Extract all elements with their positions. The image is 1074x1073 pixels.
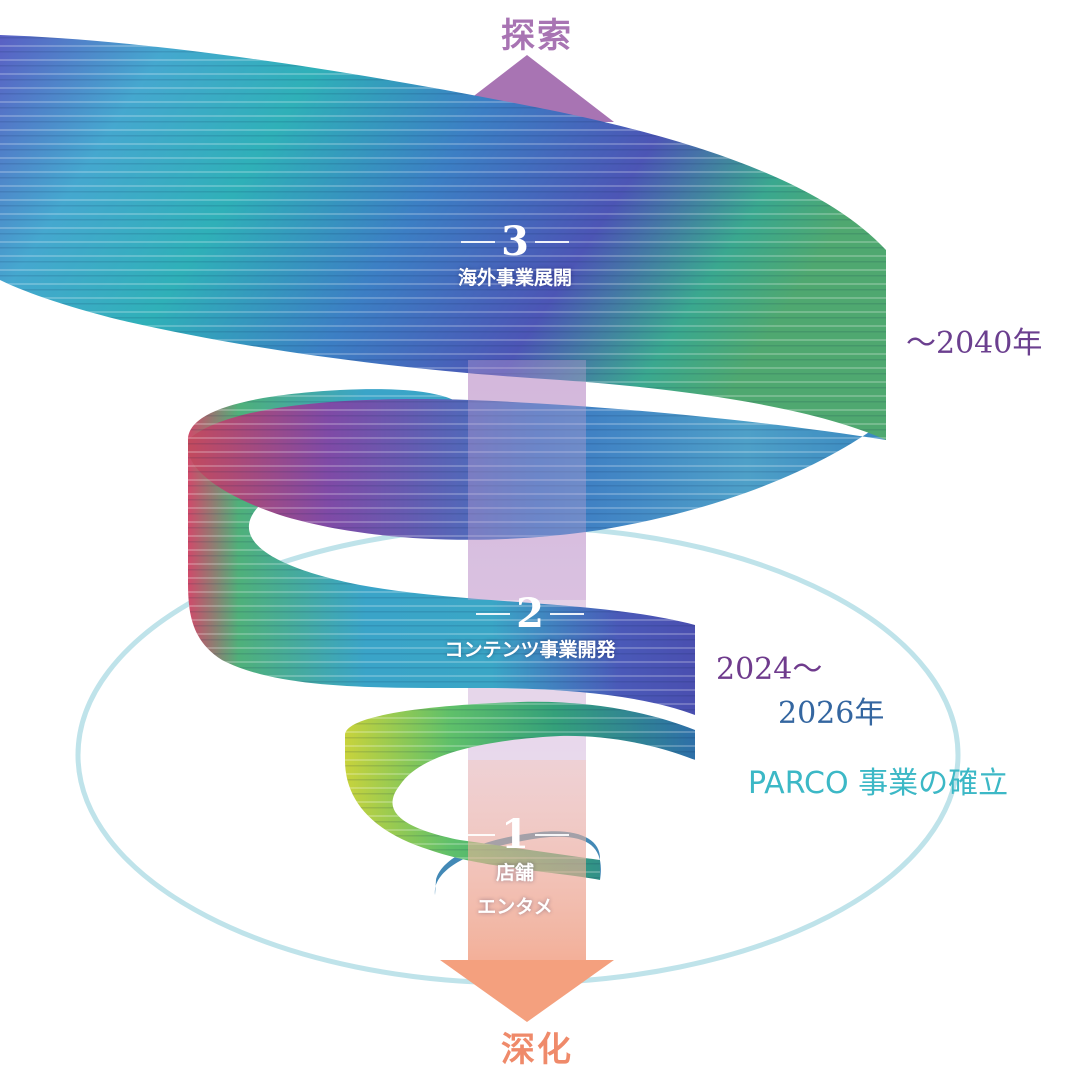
explore-label: 探索 (501, 16, 573, 56)
milestone-label: PARCO 事業の確立 (748, 766, 1009, 801)
phase-number: 2 (516, 590, 544, 637)
dash-left (476, 613, 511, 615)
deepen-arrow-shaft (468, 760, 586, 970)
dash-right (534, 834, 569, 836)
phase-title-line2: エンタメ (477, 896, 553, 918)
band-top-streaks (0, 35, 886, 440)
deepen-label: 深化 (501, 1030, 573, 1070)
phase-number: 1 (501, 811, 529, 858)
dash-right (534, 241, 569, 243)
phase-title: 海外事業展開 (457, 267, 572, 289)
dash-left (461, 834, 496, 836)
phase-number: 3 (501, 218, 529, 265)
band-inner-back-streaks (188, 399, 886, 540)
dash-left (461, 241, 496, 243)
dash-right (549, 613, 584, 615)
year-2024-label: 2024〜 (716, 652, 823, 687)
arrow-overlay-upper (468, 360, 586, 600)
phase-title: コンテンツ事業開発 (444, 639, 616, 661)
phase-1: 1 店舗 エンタメ (440, 815, 590, 923)
year-2026-label: 2026年 (778, 696, 885, 731)
deepen-arrow-head (440, 960, 614, 1022)
phase-title-line1: 店舗 (495, 862, 534, 884)
phase-3: 3 海外事業展開 (400, 222, 630, 292)
year-2040-label: 〜2040年 (906, 326, 1043, 361)
band-lower-streaks (345, 701, 695, 880)
phase-2: 2 コンテンツ事業開発 (390, 594, 670, 664)
